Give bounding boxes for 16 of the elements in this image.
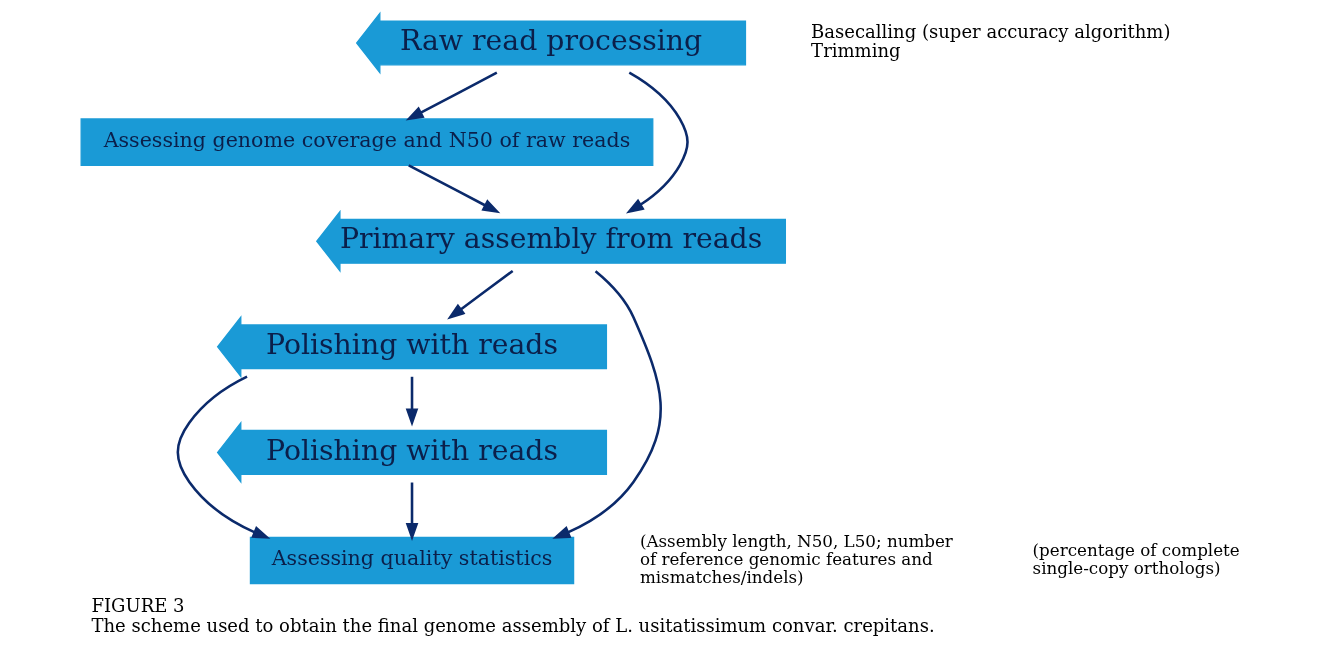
node-label: Trimming xyxy=(810,40,901,62)
node-label: Basecalling (super accuracy algorithm) xyxy=(810,21,1170,43)
arrow xyxy=(407,164,500,214)
arrow xyxy=(405,71,497,121)
diagram-title: FIGURE 3 xyxy=(90,595,185,617)
arrow xyxy=(446,269,513,320)
arrow xyxy=(625,71,689,214)
node-box: Assessing quality statistics xyxy=(249,536,574,585)
node-box: Assessing genome coverage and N50 of raw reads xyxy=(80,118,653,166)
arrow xyxy=(551,270,662,539)
label: (percentage of complete single-copy orthologs) xyxy=(1032,539,1240,578)
arrow xyxy=(176,375,270,539)
arrow xyxy=(405,482,418,541)
caption: The scheme used to obtain the final genome assembly of L. usitatissimum convar. crepitans. xyxy=(90,614,935,636)
label: (Assembly length, N50, L50; number of reference genomic features and mismatches/indels) xyxy=(639,530,953,587)
arrow xyxy=(405,376,418,427)
